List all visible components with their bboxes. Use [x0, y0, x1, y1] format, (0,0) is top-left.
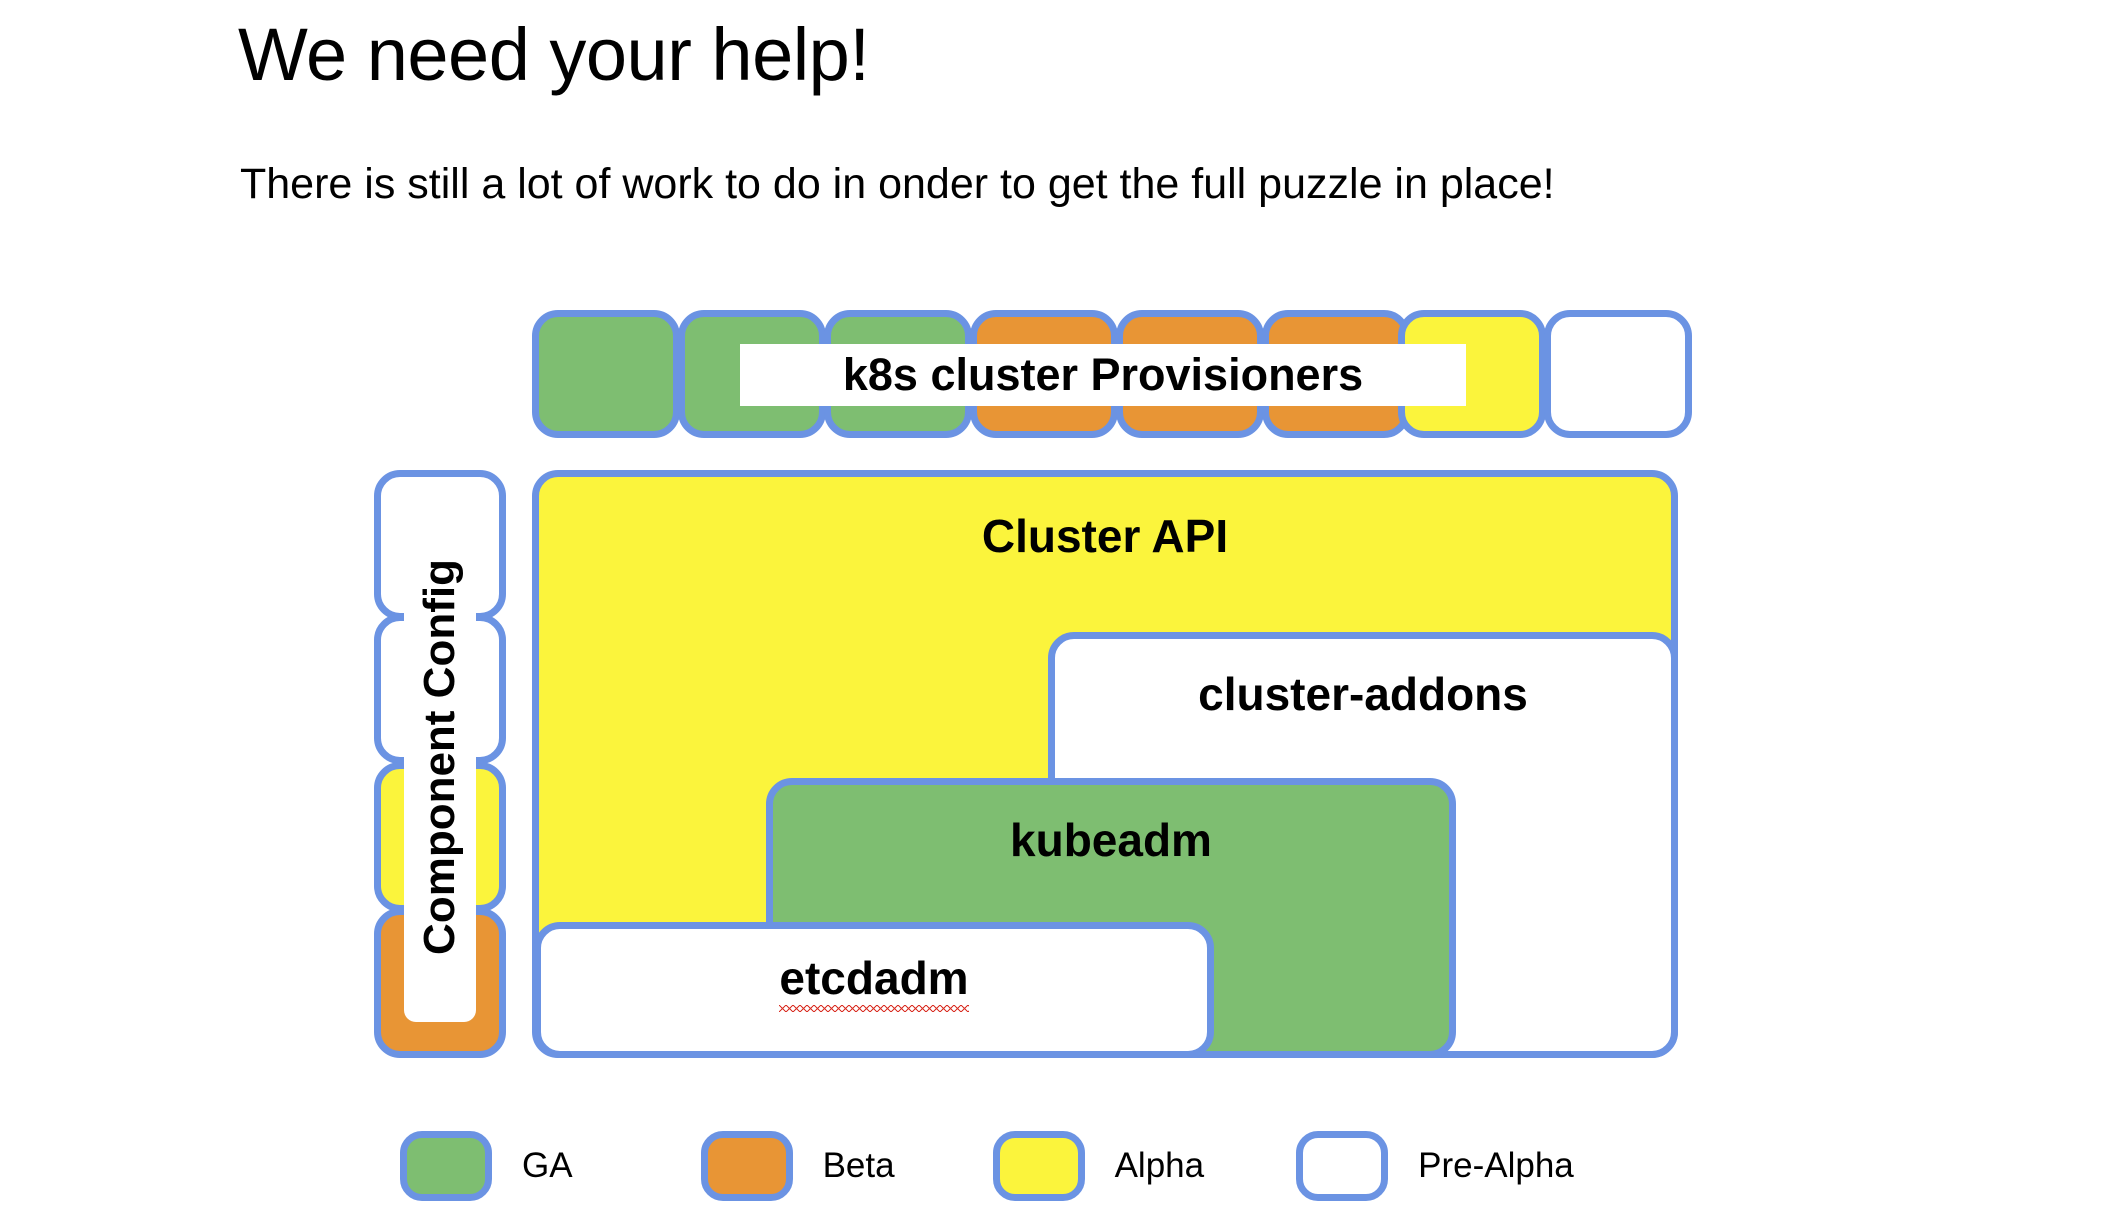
legend-item-beta: Beta — [700, 1128, 895, 1204]
legend-label-ga: GA — [522, 1146, 573, 1185]
legend-label-prealpha: Pre-Alpha — [1418, 1146, 1574, 1185]
component-config-label-bar: Component Config — [404, 492, 476, 1022]
component-config-label: Component Config — [415, 559, 465, 955]
provisioner-cell-8[interactable] — [1544, 310, 1692, 438]
legend-item-prealpha: Pre-Alpha — [1296, 1128, 1574, 1204]
legend-label-alpha: Alpha — [1114, 1146, 1205, 1185]
legend-item-alpha: Alpha — [992, 1128, 1205, 1204]
k8s-cluster-provisioners-label: k8s cluster Provisioners — [842, 349, 1364, 400]
cluster-api-label: Cluster API — [981, 510, 1229, 562]
legend-swatch-beta — [700, 1131, 793, 1201]
kubeadm-label: kubeadm — [1010, 814, 1212, 866]
provisioner-cell-1[interactable] — [532, 310, 680, 438]
page-subtitle: There is still a lot of work to do in on… — [240, 160, 1555, 208]
etcdadm-label-wrap: etcdadm — [541, 951, 1207, 1005]
legend-item-ga: GA — [400, 1128, 573, 1204]
legend-label-beta: Beta — [822, 1146, 895, 1185]
maturity-legend: GA Beta Alpha Pre-Alpha — [400, 1128, 1574, 1204]
legend-swatch-ga — [400, 1131, 492, 1201]
legend-swatch-prealpha — [1296, 1131, 1389, 1201]
k8s-cluster-provisioners-label-bar: k8s cluster Provisioners — [740, 344, 1466, 406]
cluster-addons-label: cluster-addons — [1198, 668, 1528, 720]
etcdadm-box[interactable]: etcdadm — [534, 922, 1214, 1058]
page-title: We need your help! — [238, 13, 870, 96]
etcdadm-label: etcdadm — [779, 952, 969, 1012]
legend-swatch-alpha — [992, 1131, 1085, 1201]
